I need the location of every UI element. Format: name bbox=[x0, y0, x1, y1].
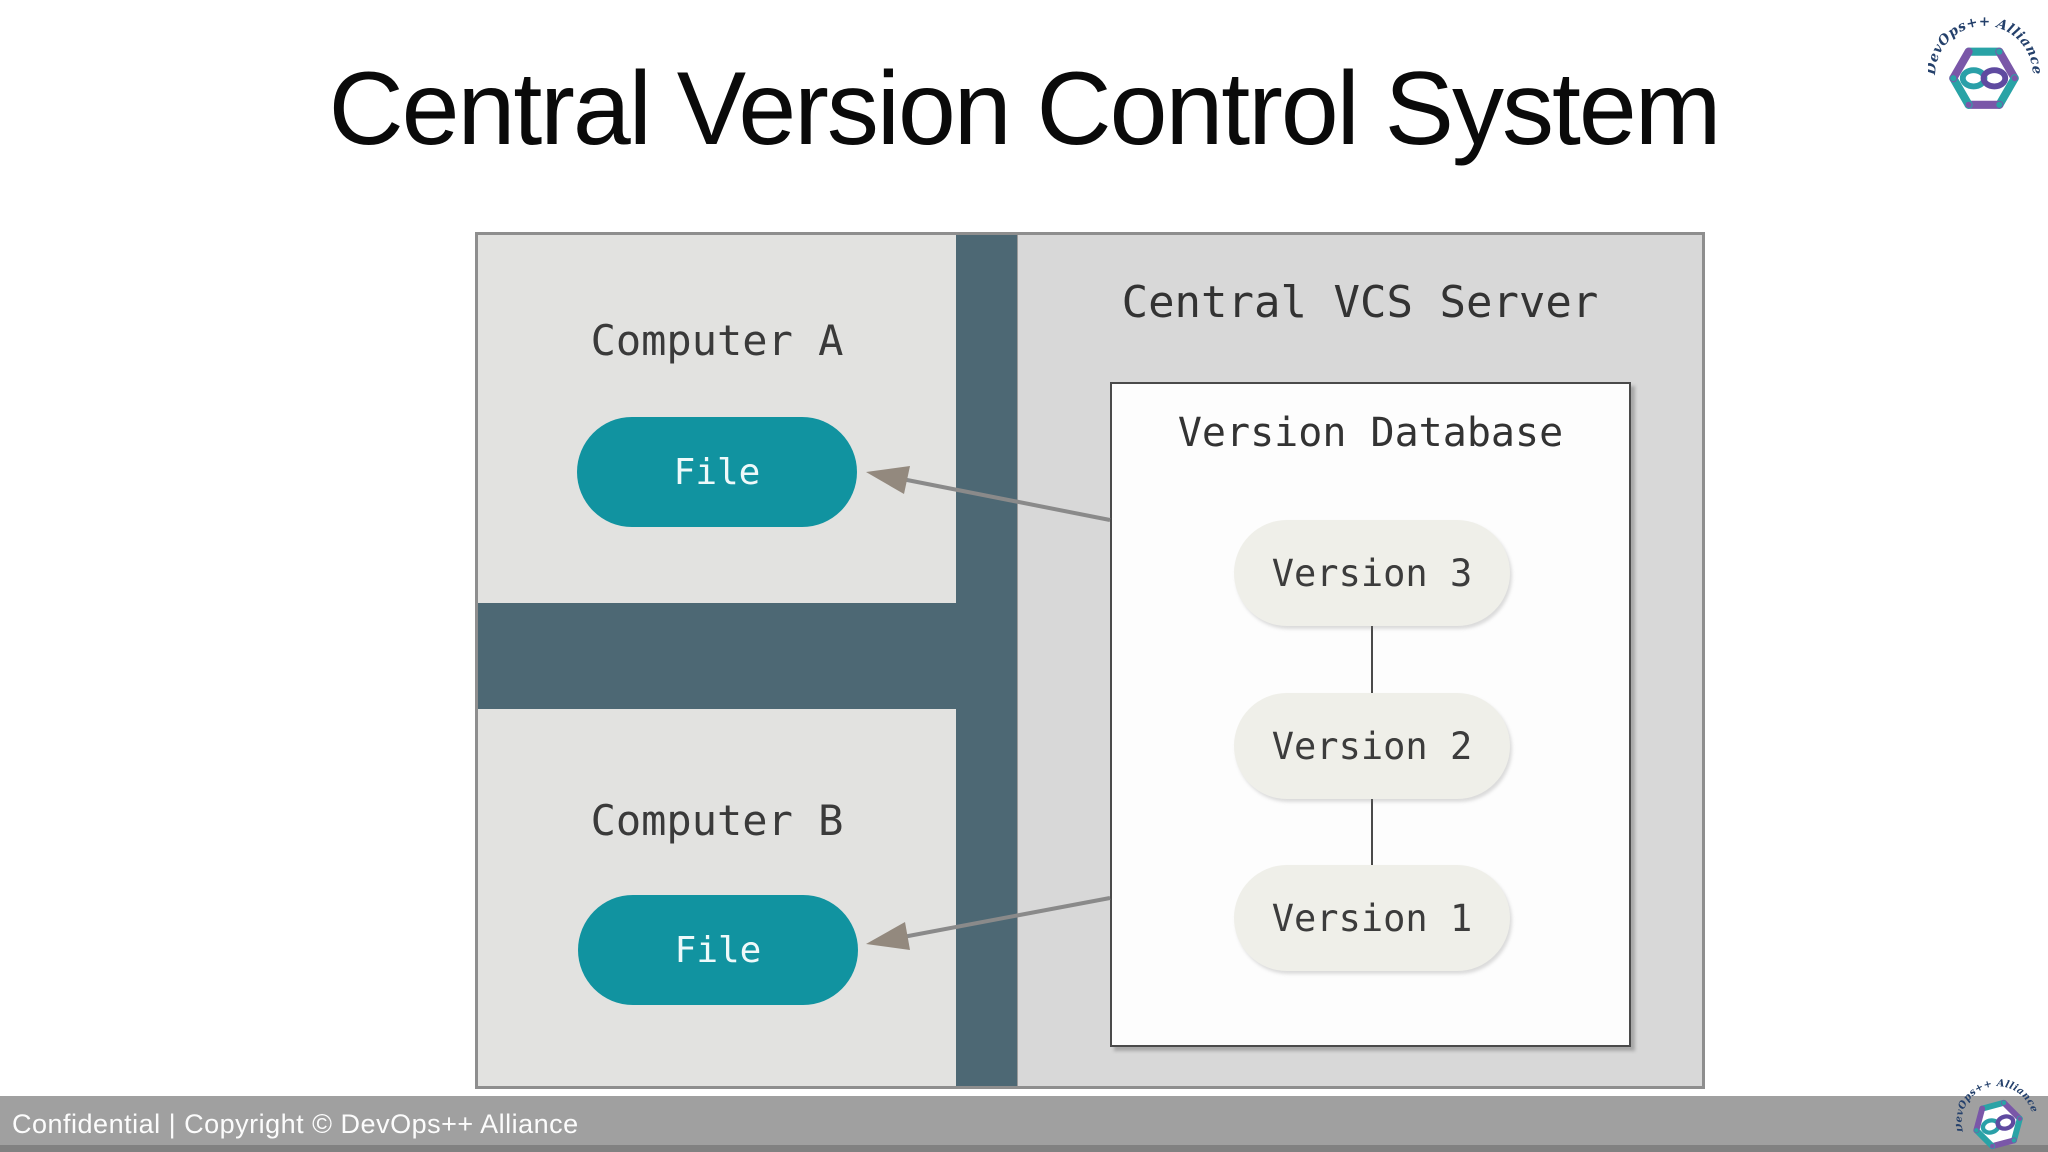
footer-bar: Confidential | Copyright © DevOps++ Alli… bbox=[0, 1096, 2048, 1152]
version-3-node: Version 3 bbox=[1234, 520, 1510, 626]
computer-a-file-node: File bbox=[577, 417, 857, 527]
version-2-label: Version 2 bbox=[1271, 724, 1473, 768]
central-vcs-server-box: Central VCS Server Version Database Vers… bbox=[1017, 235, 1702, 1086]
version-connector bbox=[1371, 799, 1373, 869]
version-database-box: Version Database Version 3 Version 2 Ver… bbox=[1110, 382, 1631, 1047]
computer-b-file-node: File bbox=[578, 895, 858, 1005]
computer-b-label: Computer B bbox=[590, 796, 844, 845]
central-vcs-diagram: Computer A File Computer B File Central … bbox=[475, 232, 1705, 1089]
computer-a-label: Computer A bbox=[590, 316, 844, 365]
version-2-node: Version 2 bbox=[1234, 693, 1510, 799]
devops-alliance-logo-small bbox=[1945, 1063, 2045, 1152]
computer-a-file-label: File bbox=[673, 451, 761, 493]
devops-alliance-logo: DevOps++ Alliance bbox=[1928, 14, 2040, 109]
page-title: Central Version Control System bbox=[328, 51, 1722, 167]
version-1-label: Version 1 bbox=[1271, 896, 1473, 940]
footer-confidential-text: Confidential | Copyright © DevOps++ Alli… bbox=[12, 1108, 579, 1139]
version-connector bbox=[1371, 626, 1373, 696]
computer-b-file-label: File bbox=[674, 929, 762, 971]
computer-a-box: Computer A File bbox=[478, 235, 956, 603]
version-database-label: Version Database bbox=[1177, 410, 1564, 456]
version-1-node: Version 1 bbox=[1234, 865, 1510, 971]
infinity-icon bbox=[1959, 67, 2009, 90]
computer-b-box: Computer B File bbox=[478, 709, 956, 1086]
version-3-label: Version 3 bbox=[1271, 551, 1473, 595]
hexagon-ring-icon bbox=[1949, 47, 2019, 109]
central-vcs-server-label: Central VCS Server bbox=[1121, 277, 1599, 328]
